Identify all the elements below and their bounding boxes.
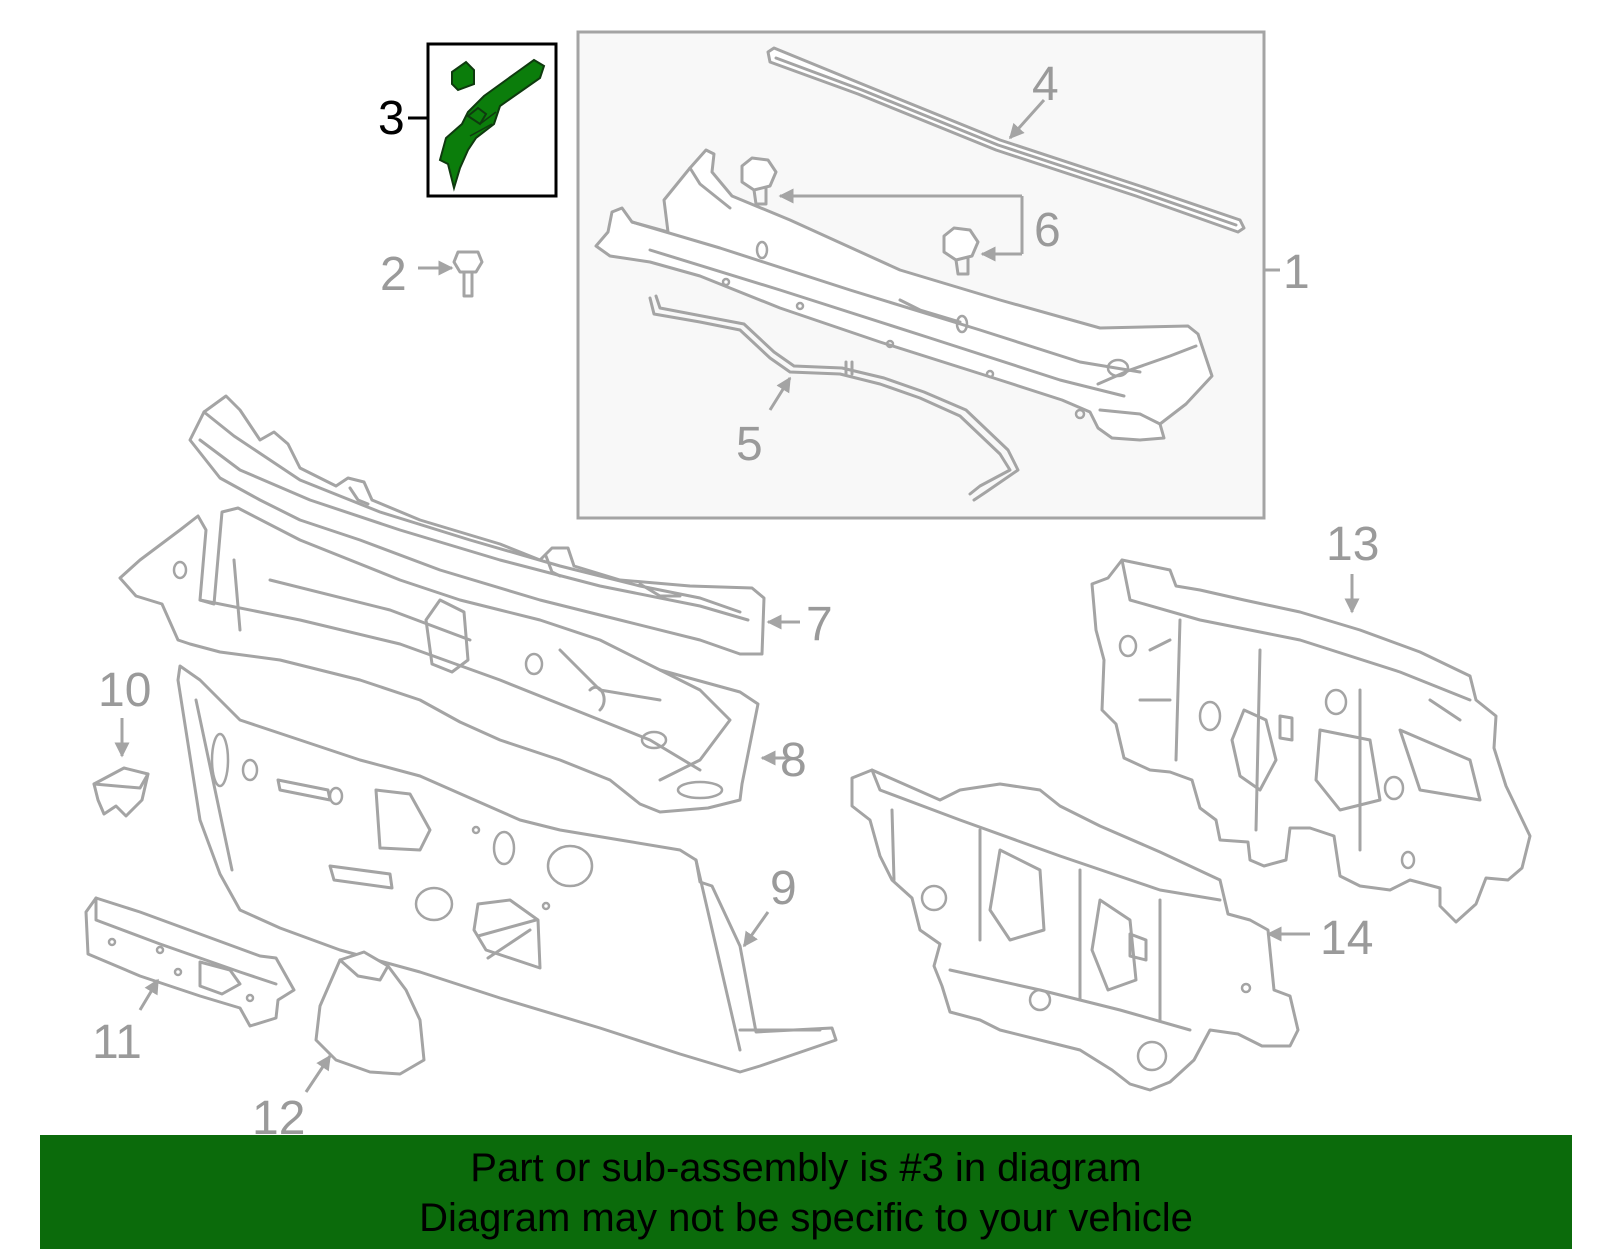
part-12-insulator[interactable] (314, 950, 426, 1076)
part-11-bracket-rail[interactable] (84, 896, 296, 1028)
part-6-clip-upper[interactable] (740, 156, 778, 206)
callout-6: 6 (1034, 204, 1061, 257)
callout-5: 5 (736, 418, 763, 471)
part-1-cowl-top[interactable] (594, 148, 1214, 442)
part-10-clip[interactable] (92, 766, 150, 818)
part-14-outer-insulator[interactable] (850, 768, 1300, 1092)
callout-13: 13 (1326, 518, 1379, 571)
part-4-weatherstrip[interactable] (766, 46, 1246, 234)
info-banner: Part or sub-assembly is #3 in diagram Di… (40, 1135, 1572, 1249)
part-13-dash-insulator[interactable] (1090, 558, 1532, 924)
part-6-clip-lower[interactable] (942, 226, 980, 276)
callout-14: 14 (1320, 912, 1373, 965)
banner-line-2: Diagram may not be specific to your vehi… (419, 1196, 1193, 1240)
part-3-small-block (451, 60, 475, 92)
part-7-upper-cowl[interactable] (188, 394, 766, 656)
callout-10: 10 (98, 664, 151, 717)
callout-4: 4 (1032, 58, 1059, 111)
callout-1: 1 (1283, 246, 1310, 299)
part-3-highlight-box[interactable] (426, 42, 558, 198)
part-2-bolt[interactable] (452, 250, 484, 298)
callout-9: 9 (770, 862, 797, 915)
part-8-lower-cowl[interactable] (118, 506, 760, 814)
callout-8: 8 (780, 734, 807, 787)
callout-2: 2 (380, 248, 407, 301)
callout-3: 3 (378, 92, 405, 145)
banner-line-1: Part or sub-assembly is #3 in diagram (470, 1146, 1142, 1190)
part-5-washer-hose[interactable] (648, 294, 1020, 502)
callout-7: 7 (806, 598, 833, 651)
callout-11: 11 (92, 1016, 142, 1069)
part-9-dash-panel[interactable] (176, 664, 838, 1074)
